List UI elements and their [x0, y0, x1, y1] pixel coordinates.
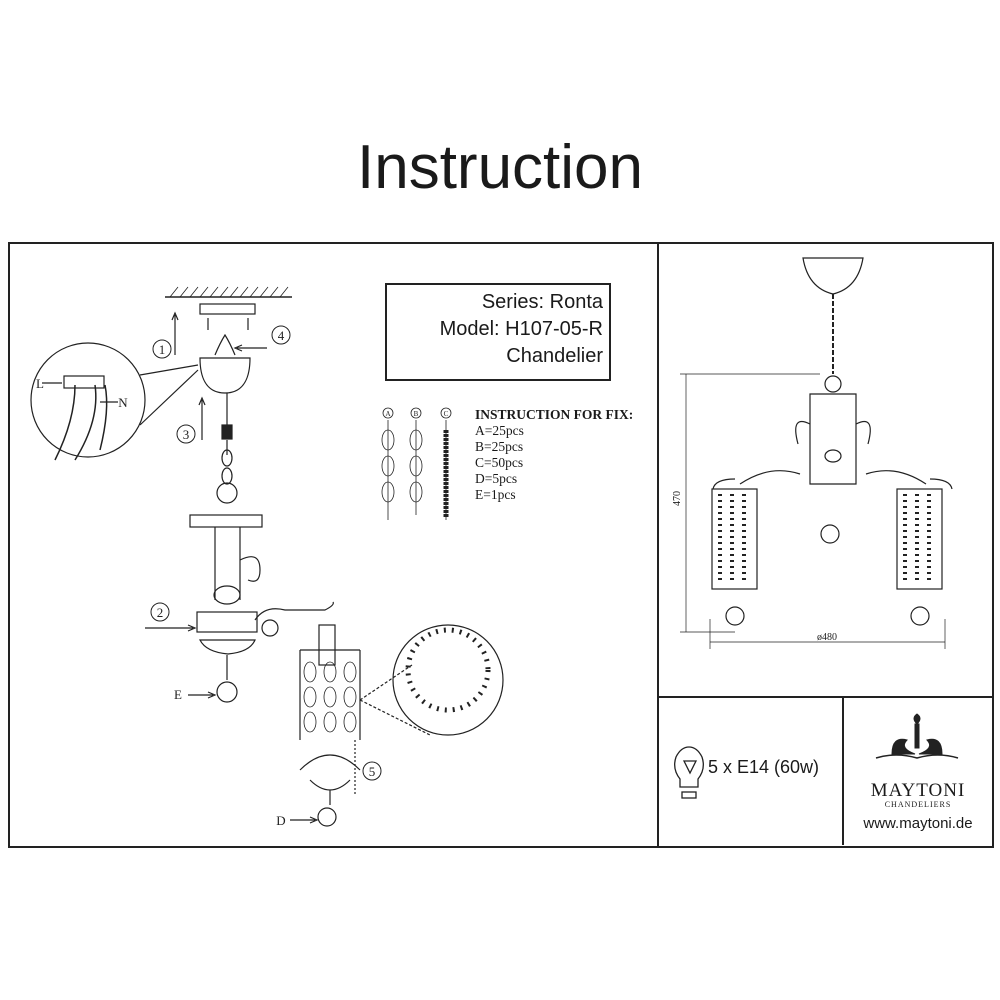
maytoni-logo-icon [875, 713, 959, 759]
step-2-label: 2 [157, 605, 164, 620]
type-label: Chandelier [506, 345, 603, 367]
brand-url: www.maytoni.de [863, 815, 973, 832]
bulb-icon [674, 746, 704, 799]
front-view-drawing: 470 ø480 [672, 257, 953, 649]
chain-a-label: A [385, 410, 390, 418]
step-4-label: 4 [278, 328, 285, 343]
chain-b-label: B [414, 410, 419, 418]
model-label: Model: H107-05-R [439, 318, 603, 340]
fix-item: E=1pcs [475, 487, 516, 502]
step-5-label: 5 [369, 764, 376, 779]
step-1-label: 1 [159, 342, 166, 357]
divider [658, 696, 992, 698]
chain-c-label: C [444, 410, 449, 418]
brand-block: MAYTONI CHANDELIERS www.maytoni.de [844, 780, 992, 832]
step-3-label: 3 [183, 427, 190, 442]
product-info-box: Series: Ronta Model: H107-05-R Chandelie… [385, 283, 611, 381]
height-dimension: 470 [672, 491, 683, 506]
part-e-label: E [174, 687, 182, 702]
divider [842, 697, 844, 845]
series-label: Series: Ronta [481, 291, 603, 313]
fix-item: D=5pcs [475, 471, 518, 486]
fix-item: B=25pcs [475, 439, 524, 454]
lamp-spec: 5 x E14 (60w) [708, 757, 820, 777]
part-d-label: D [276, 813, 285, 828]
page-title: Instruction [356, 133, 644, 202]
fix-instructions: INSTRUCTION FOR FIX: A=25pcs B=25pcs C=5… [475, 407, 633, 503]
assembly-drawing: 1 2 3 4 5 L N E D A B C [30, 286, 504, 828]
brand-name: MAYTONI [870, 780, 966, 801]
fix-item: A=25pcs [475, 423, 524, 438]
divider [657, 242, 659, 846]
live-wire-label: L [36, 376, 44, 391]
neutral-wire-label: N [118, 395, 128, 410]
diagram-frame [8, 242, 994, 848]
brand-subtitle: CHANDELIERS [884, 800, 952, 809]
fix-item: C=50pcs [475, 455, 524, 470]
fix-heading: INSTRUCTION FOR FIX: [475, 407, 634, 422]
diameter-dimension: ø480 [817, 632, 837, 643]
